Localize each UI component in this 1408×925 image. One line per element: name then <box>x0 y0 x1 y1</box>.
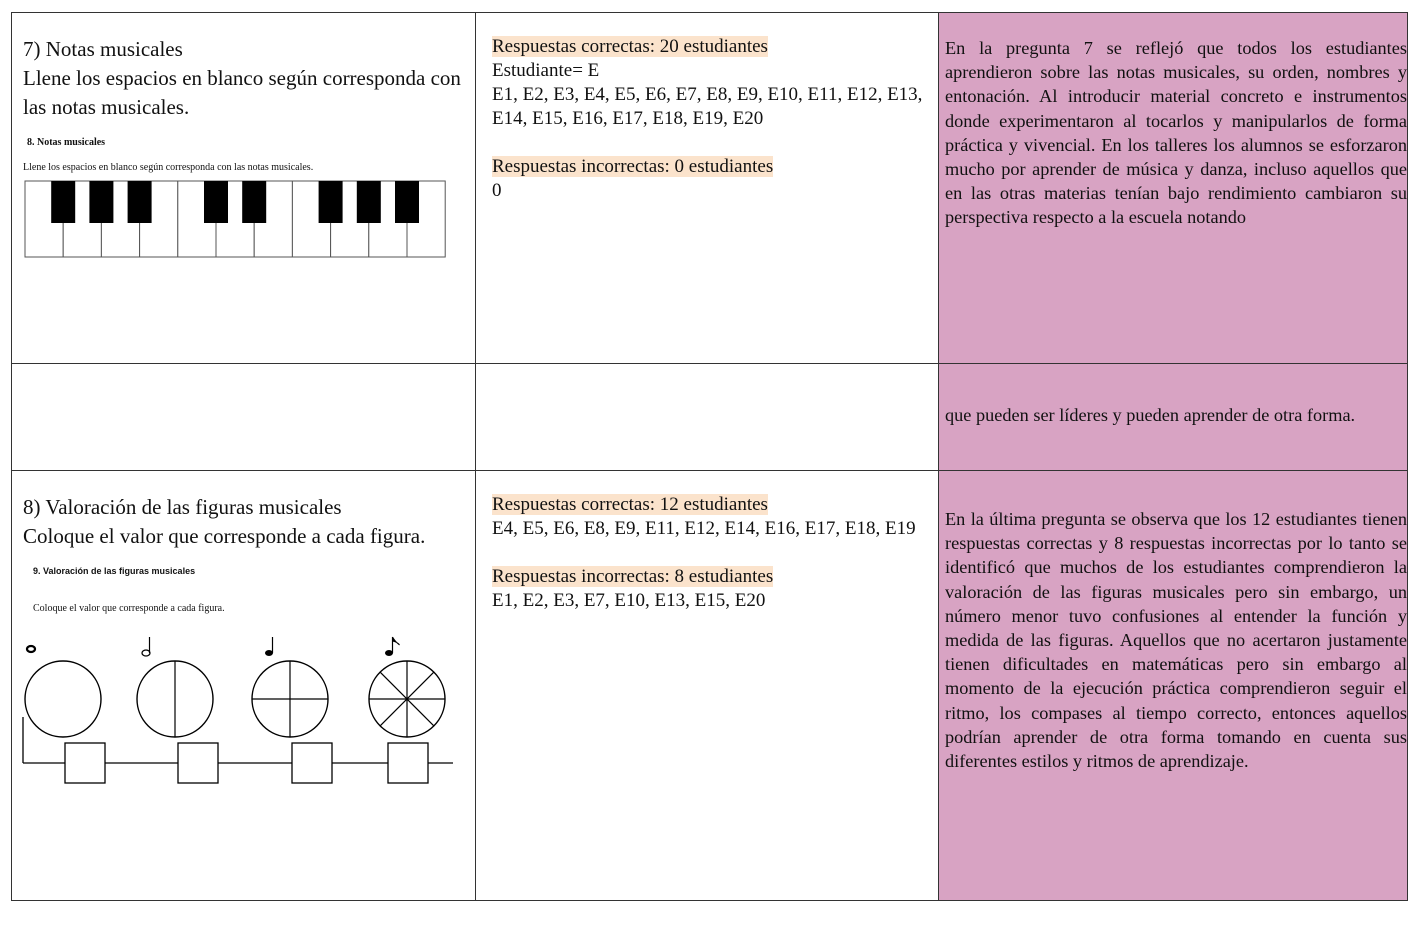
empty-cell <box>11 363 476 471</box>
table-row: 8) Valoración de las figuras musicales C… <box>11 470 1408 901</box>
q7-question-cell: 7) Notas musicales Llene los espacios en… <box>11 12 476 364</box>
q7-correct-list: E1, E2, E3, E4, E5, E6, E7, E8, E9, E10,… <box>492 84 923 129</box>
piano-black-key <box>51 181 76 223</box>
q8-comment-cell: En la última pregunta se observa que los… <box>938 470 1408 901</box>
q8-correct-label: Respuestas correctas: 12 estudiantes <box>492 494 768 515</box>
q7-figure: 8. Notas musicales Llene los espacios en… <box>23 128 475 261</box>
q8-figure: 9. Valoración de las figuras musicales C… <box>22 557 475 784</box>
q7-results-cell: Respuestas correctas: 20 estudiantes Est… <box>475 12 939 364</box>
q7-comment: En la pregunta 7 se reflejó que todos lo… <box>945 38 1407 228</box>
q7-legend: Estudiante= E <box>492 60 600 81</box>
eighth-note-icon <box>385 636 400 656</box>
table-row: que pueden ser líderes y pueden aprender… <box>11 363 1408 471</box>
piano-black-key <box>127 181 152 223</box>
answer-box <box>291 742 333 784</box>
note-values-figure <box>22 636 453 784</box>
quarters-circle-icon <box>251 660 329 738</box>
piano-black-key <box>204 181 228 223</box>
q7-comment-cont-cell: que pueden ser líderes y pueden aprender… <box>938 363 1408 471</box>
q7-incorrect-label: Respuestas incorrectas: 0 estudiantes <box>492 156 774 177</box>
q8-results-cell: Respuestas correctas: 12 estudiantes E4,… <box>475 470 939 901</box>
piano-keyboard-icon <box>24 180 446 258</box>
q8-instruction: Coloque el valor que corresponde a cada … <box>23 524 426 548</box>
q8-correct-list: E4, E5, E6, E8, E9, E11, E12, E14, E16, … <box>492 518 916 539</box>
q7-figure-instruction: Llene los espacios en blanco según corre… <box>23 162 314 173</box>
q7-incorrect-list: 0 <box>492 180 502 201</box>
piano-black-key <box>242 181 267 223</box>
q7-comment-cont: que pueden ser líderes y pueden aprender… <box>945 405 1356 425</box>
piano-black-key <box>89 181 114 223</box>
q7-figure-title: 8. Notas musicales <box>27 137 106 148</box>
q8-incorrect-label: Respuestas incorrectas: 8 estudiantes <box>492 566 774 587</box>
answer-box <box>387 742 429 784</box>
piano-black-key <box>356 181 381 223</box>
q8-comment: En la última pregunta se observa que los… <box>945 509 1407 772</box>
q8-question-cell: 8) Valoración de las figuras musicales C… <box>11 470 476 901</box>
piano-black-key <box>318 181 343 223</box>
q8-figure-instruction: Coloque el valor que corresponde a cada … <box>33 603 225 614</box>
q7-title: 7) Notas musicales <box>23 37 183 61</box>
q8-title: 8) Valoración de las figuras musicales <box>23 495 342 519</box>
q7-comment-cell: En la pregunta 7 se reflejó que todos lo… <box>938 12 1408 364</box>
half-note-icon <box>141 637 151 657</box>
whole-circle-icon <box>24 660 102 738</box>
answer-box <box>64 742 106 784</box>
table-row: 7) Notas musicales Llene los espacios en… <box>11 12 1408 364</box>
q7-instruction: Llene los espacios en blanco según corre… <box>23 66 461 119</box>
results-table: 7) Notas musicales Llene los espacios en… <box>11 12 1408 901</box>
whole-note-icon <box>25 644 37 654</box>
quarter-note-icon <box>265 637 274 656</box>
eighths-circle-icon <box>368 660 446 738</box>
halves-circle-icon <box>136 660 214 738</box>
empty-cell <box>475 363 939 471</box>
q7-correct-label: Respuestas correctas: 20 estudiantes <box>492 36 768 57</box>
answer-box <box>177 742 219 784</box>
q8-figure-title: 9. Valoración de las figuras musicales <box>33 566 196 576</box>
piano-black-key <box>395 181 419 223</box>
q8-incorrect-list: E1, E2, E3, E7, E10, E13, E15, E20 <box>492 590 766 611</box>
